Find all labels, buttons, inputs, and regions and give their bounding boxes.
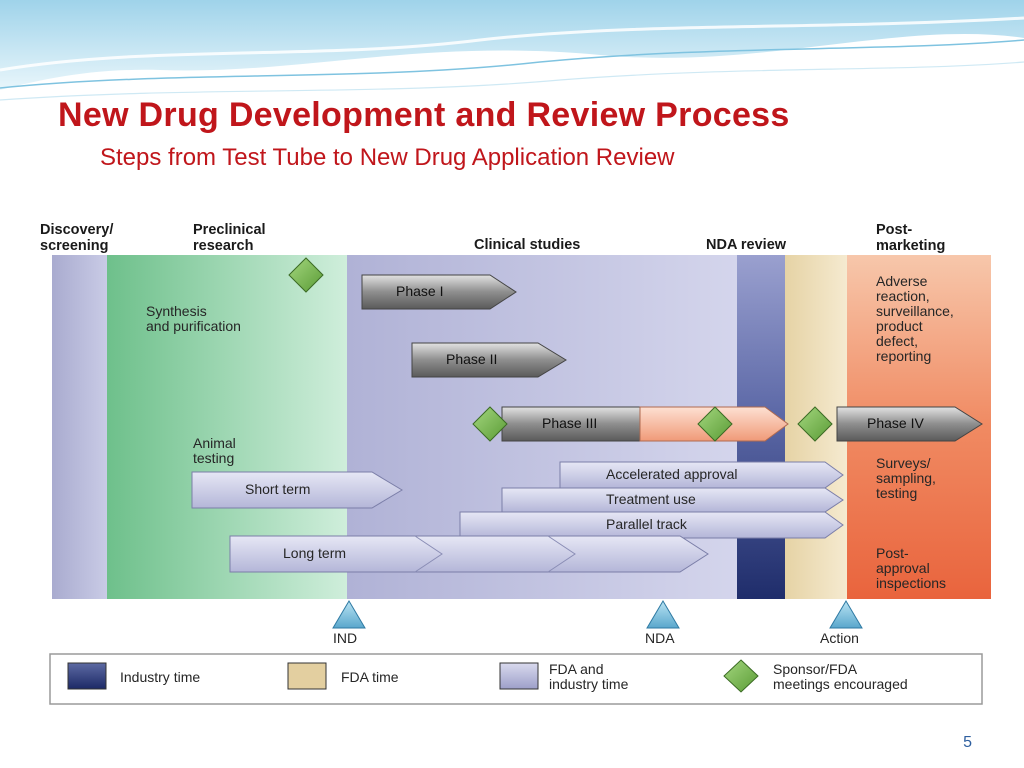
animal-testing-label: Animal testing (193, 436, 236, 466)
treatment-use-label: Treatment use (606, 491, 696, 507)
parallel-track-arrow (459, 511, 844, 539)
treatment-use-arrow (501, 487, 844, 513)
legend-fda-industry-label: FDA and industry time (549, 662, 628, 692)
stage-post-marketing-line1: Post- (876, 222, 913, 238)
discovery-column (52, 255, 107, 599)
nda-milestone-icon (646, 600, 680, 629)
inspections-line3: inspections (876, 575, 947, 591)
phase-4-arrow (836, 406, 983, 442)
stage-post-marketing-line2: marketing (876, 238, 946, 254)
phase-2-label: Phase II (446, 351, 498, 367)
stage-preclinical-line2: research (193, 238, 254, 254)
animal-testing-line1: Animal (193, 435, 236, 451)
animal-testing-line2: testing (193, 450, 235, 466)
meeting-diamond-nda (797, 406, 833, 442)
phase-1-arrow (361, 274, 517, 310)
accelerated-approval-arrow (559, 461, 844, 489)
accelerated-approval-label: Accelerated approval (606, 466, 738, 482)
adverse-line2: reaction, (876, 288, 930, 304)
surveys-line3: testing (876, 485, 918, 501)
stage-clinical-header: Clinical studies (474, 237, 581, 253)
legend-fda-swatch (287, 662, 327, 690)
adverse-line1: Adverse (876, 273, 928, 289)
adverse-line5: defect, (876, 333, 919, 349)
synthesis-line1: Synthesis (146, 303, 207, 319)
legend-fda-industry-line2: industry time (549, 676, 629, 692)
legend-fda-industry-swatch (499, 662, 539, 690)
stage-post-marketing-header: Post- marketing (876, 222, 945, 254)
surveys-line1: Surveys/ (876, 455, 931, 471)
phase-4-label: Phase IV (867, 415, 924, 431)
surveys-line2: sampling, (876, 470, 936, 486)
action-milestone-label: Action (820, 630, 859, 646)
stage-nda-review-header: NDA review (706, 237, 787, 253)
legend-industry-swatch (67, 662, 107, 690)
long-term-chevron-1 (414, 535, 443, 573)
stage-preclinical-header: Preclinical research (193, 222, 266, 254)
parallel-track-label: Parallel track (606, 516, 687, 532)
inspections-line1: Post- (876, 545, 909, 561)
ind-milestone-icon (332, 600, 366, 629)
meeting-diamond-preclinical (288, 257, 324, 293)
phase-3-label: Phase III (542, 415, 598, 431)
legend-meetings-line2: meetings encouraged (773, 676, 908, 692)
ind-milestone-label: IND (333, 630, 358, 646)
phase-2-arrow (411, 342, 567, 378)
nda-milestone-label: NDA (645, 630, 675, 646)
drug-development-diagram (49, 255, 991, 705)
stage-preclinical-line1: Preclinical (193, 222, 266, 238)
surveys-label: Surveys/ sampling, testing (876, 456, 936, 501)
legend-meetings-line1: Sponsor/FDA (773, 661, 858, 677)
action-milestone-icon (829, 600, 863, 629)
stage-discovery-line2: screening (40, 238, 109, 254)
short-term-arrow (191, 471, 403, 509)
post-approval-inspections-label: Post- approval inspections (876, 546, 946, 591)
adverse-line4: product (876, 318, 923, 334)
adverse-line6: reporting (876, 348, 932, 364)
stage-discovery-header: Discovery/ screening (40, 222, 113, 254)
legend-meeting-diamond-icon (723, 659, 759, 693)
long-term-chevron-2 (547, 535, 576, 573)
meeting-diamond-phase3-start (472, 406, 508, 442)
long-term-arrow (229, 535, 709, 573)
synthesis-line2: and purification (146, 318, 241, 334)
legend-industry-label: Industry time (120, 669, 201, 685)
phase-1-label: Phase I (396, 283, 444, 299)
stage-discovery-line1: Discovery/ (40, 222, 114, 238)
adverse-line3: surveillance, (876, 303, 954, 319)
slide-subtitle: Steps from Test Tube to New Drug Applica… (100, 144, 675, 171)
adverse-reaction-label: Adverse reaction, surveillance, product … (876, 274, 954, 364)
short-term-label: Short term (245, 481, 311, 497)
wave-banner (0, 0, 1024, 101)
page-number: 5 (963, 734, 972, 751)
inspections-line2: approval (876, 560, 930, 576)
meeting-diamond-phase3-end (697, 406, 733, 442)
legend-fda-label: FDA time (341, 669, 399, 685)
legend-fda-industry-line1: FDA and (549, 661, 604, 677)
slide-title: New Drug Development and Review Process (58, 96, 790, 134)
legend-meetings-label: Sponsor/FDA meetings encouraged (773, 662, 908, 692)
synthesis-label: Synthesis and purification (146, 304, 241, 334)
long-term-label: Long term (283, 545, 347, 561)
